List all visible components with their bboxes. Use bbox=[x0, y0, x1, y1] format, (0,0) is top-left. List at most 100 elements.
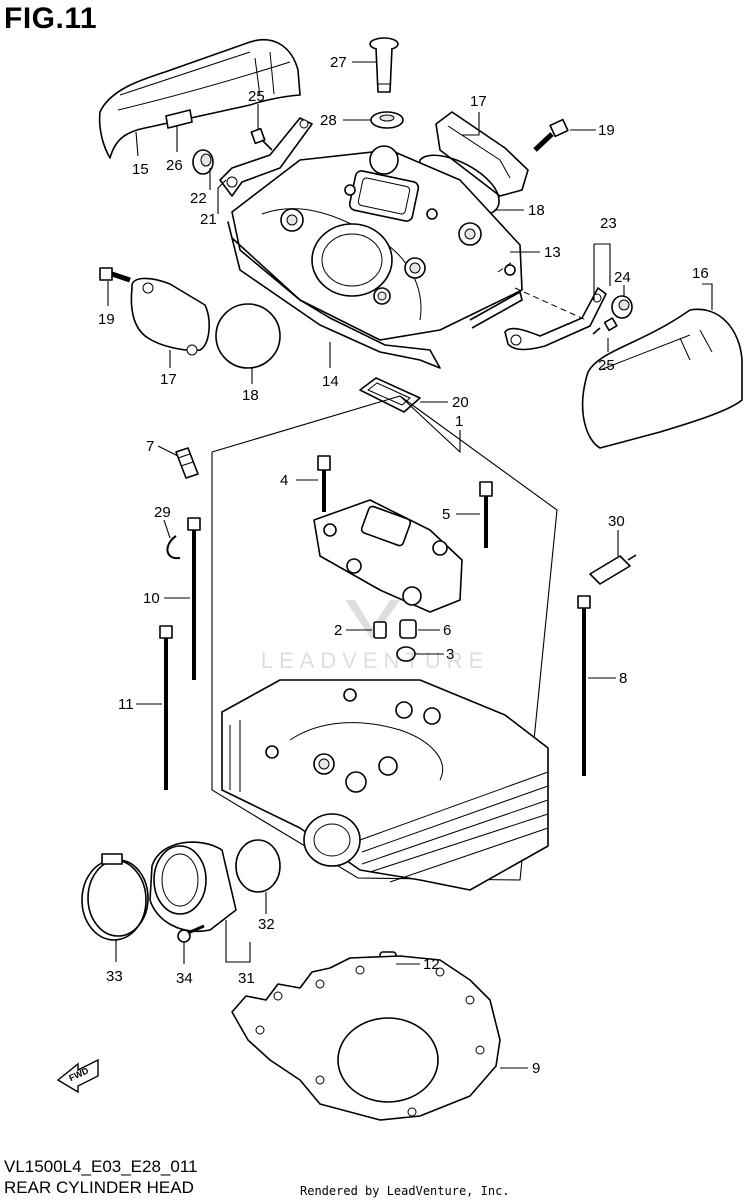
svg-text:20: 20 bbox=[452, 394, 469, 411]
part-26-pad[interactable] bbox=[165, 109, 193, 129]
callout-11[interactable]: 11 bbox=[118, 696, 162, 713]
part-13-head-cover[interactable] bbox=[231, 145, 523, 341]
callout-19-upper[interactable]: 19 bbox=[570, 122, 615, 139]
callout-12[interactable]: 12 bbox=[396, 956, 440, 973]
render-credit: Rendered by LeadVenture, Inc. bbox=[300, 1184, 510, 1198]
callout-3[interactable]: 3 bbox=[416, 646, 454, 663]
part-15-cap-cover[interactable] bbox=[98, 38, 301, 159]
svg-text:19: 19 bbox=[598, 122, 615, 139]
rocker-arm-holder[interactable] bbox=[313, 499, 463, 613]
svg-text:25: 25 bbox=[598, 357, 615, 374]
watermark-text: LEADVENTURE bbox=[261, 648, 490, 673]
part-21-bracket[interactable] bbox=[219, 117, 313, 197]
part-3-o-ring[interactable] bbox=[396, 646, 416, 662]
callout-14[interactable]: 14 bbox=[322, 342, 339, 390]
callout-18-left[interactable]: 18 bbox=[242, 368, 259, 404]
callout-7[interactable]: 7 bbox=[146, 438, 179, 457]
callout-18-upper[interactable]: 18 bbox=[494, 202, 545, 219]
part-31-intake-pipe[interactable] bbox=[149, 841, 237, 933]
part-24-cushion[interactable] bbox=[611, 295, 633, 319]
svg-text:1: 1 bbox=[455, 413, 463, 430]
part-19-bolt-upper[interactable] bbox=[533, 118, 569, 152]
svg-text:13: 13 bbox=[544, 244, 561, 261]
callout-34[interactable]: 34 bbox=[176, 942, 193, 987]
part-16-cover-right[interactable] bbox=[581, 308, 743, 449]
callout-27[interactable]: 27 bbox=[330, 54, 376, 71]
callout-25-upper[interactable]: 25 bbox=[248, 88, 265, 130]
part-33-clamp[interactable] bbox=[81, 853, 149, 941]
svg-text:7: 7 bbox=[146, 438, 154, 455]
callout-30[interactable]: 30 bbox=[608, 513, 625, 556]
callout-28[interactable]: 28 bbox=[320, 112, 371, 129]
part-4-bolt[interactable] bbox=[317, 455, 331, 512]
svg-text:11: 11 bbox=[118, 696, 134, 713]
svg-text:9: 9 bbox=[532, 1060, 540, 1077]
svg-text:2: 2 bbox=[334, 622, 342, 639]
part-18-ring-left[interactable] bbox=[215, 303, 281, 369]
watermark: LEADVENTURE bbox=[261, 600, 490, 673]
callout-16[interactable]: 16 bbox=[692, 265, 713, 310]
svg-text:22: 22 bbox=[190, 190, 207, 207]
callout-17-upper[interactable]: 17 bbox=[462, 93, 487, 136]
part-27-bolt[interactable] bbox=[369, 37, 399, 93]
svg-text:15: 15 bbox=[132, 161, 149, 178]
callout-32[interactable]: 32 bbox=[258, 892, 275, 933]
part-9-head-gasket[interactable] bbox=[231, 955, 501, 1121]
callout-33[interactable]: 33 bbox=[106, 940, 123, 985]
part-25-bolt-right[interactable] bbox=[592, 317, 618, 335]
part-30-spark-plug[interactable] bbox=[589, 554, 637, 585]
part-19-bolt-left[interactable] bbox=[99, 267, 131, 283]
fwd-arrow-icon: FWD bbox=[56, 1058, 99, 1094]
callout-2[interactable]: 2 bbox=[334, 622, 372, 639]
svg-text:23: 23 bbox=[600, 215, 617, 232]
callout-29[interactable]: 29 bbox=[154, 504, 171, 539]
part-28-washer[interactable] bbox=[370, 111, 404, 129]
part-20-gasket[interactable] bbox=[359, 377, 421, 413]
part-23-bracket[interactable] bbox=[504, 287, 607, 351]
callout-9[interactable]: 9 bbox=[500, 1060, 540, 1077]
callout-26[interactable]: 26 bbox=[166, 126, 183, 174]
svg-text:17: 17 bbox=[160, 371, 177, 388]
callout-25-right[interactable]: 25 bbox=[598, 338, 615, 374]
callout-19-left[interactable]: 19 bbox=[98, 281, 115, 328]
callout-13[interactable]: 13 bbox=[510, 244, 561, 261]
callout-21[interactable]: 21 bbox=[200, 179, 227, 228]
callout-6[interactable]: 6 bbox=[418, 622, 451, 639]
callout-5[interactable]: 5 bbox=[442, 506, 480, 523]
callout-22[interactable]: 22 bbox=[190, 168, 211, 207]
part-14-gasket[interactable] bbox=[227, 221, 523, 369]
part-11-stud-bolt[interactable] bbox=[159, 625, 173, 790]
part-10-stud-bolt[interactable] bbox=[187, 517, 201, 680]
callout-4[interactable]: 4 bbox=[280, 472, 318, 489]
callout-23[interactable]: 23 bbox=[593, 215, 617, 300]
part-8-bolt[interactable] bbox=[577, 595, 591, 776]
cylinder-head[interactable] bbox=[221, 679, 549, 891]
part-25-bolt-upper[interactable] bbox=[250, 127, 273, 151]
part-32-o-ring[interactable] bbox=[235, 839, 281, 893]
part-6-dowel[interactable] bbox=[399, 619, 417, 639]
callout-10[interactable]: 10 bbox=[143, 590, 190, 607]
part-2-dowel[interactable] bbox=[373, 621, 387, 639]
svg-text:32: 32 bbox=[258, 916, 275, 933]
svg-text:24: 24 bbox=[614, 269, 631, 286]
svg-text:27: 27 bbox=[330, 54, 347, 71]
part-29-clip[interactable] bbox=[166, 535, 181, 560]
part-22-cushion[interactable] bbox=[192, 149, 214, 175]
svg-text:3: 3 bbox=[446, 646, 454, 663]
callout-15[interactable]: 15 bbox=[132, 131, 149, 178]
svg-text:16: 16 bbox=[692, 265, 709, 282]
callout-24[interactable]: 24 bbox=[614, 269, 631, 297]
svg-text:30: 30 bbox=[608, 513, 625, 530]
callout-8[interactable]: 8 bbox=[588, 670, 627, 687]
diagram-code: VL1500L4_E03_E28_011 bbox=[4, 1157, 198, 1176]
part-7-guide[interactable] bbox=[175, 447, 199, 479]
callout-17-left[interactable]: 17 bbox=[160, 350, 177, 388]
svg-text:12: 12 bbox=[423, 956, 440, 973]
svg-text:33: 33 bbox=[106, 968, 123, 985]
part-17-cover-left[interactable] bbox=[130, 277, 210, 356]
callout-1[interactable]: 1 bbox=[399, 395, 463, 454]
part-5-bolt[interactable] bbox=[479, 481, 493, 548]
callout-31[interactable]: 31 bbox=[225, 920, 255, 987]
callout-20[interactable]: 20 bbox=[420, 394, 469, 411]
